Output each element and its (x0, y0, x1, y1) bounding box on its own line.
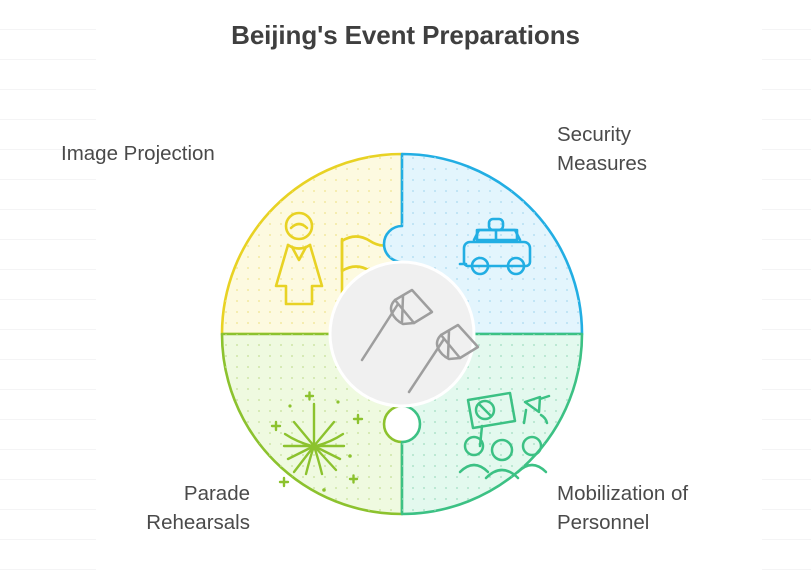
background-rule-lines-right (762, 0, 811, 574)
label-parade-rehearsals: Parade Rehearsals (146, 482, 250, 534)
fireworks-icon (270, 391, 364, 492)
crowd-protest-icon (458, 391, 551, 480)
police-car-icon (458, 217, 532, 276)
center-circle (328, 260, 480, 408)
crossed-flags-icon (360, 288, 480, 394)
label-image-projection: Image Projection (61, 142, 215, 165)
puzzle-diagram (202, 134, 602, 534)
label-mobilization-of-personnel: Mobilization of Personnel (557, 482, 689, 534)
puzzle-svg (220, 152, 584, 516)
label-security-measures: Security Measures (557, 123, 648, 175)
page-title: Beijing's Event Preparations (231, 20, 580, 50)
